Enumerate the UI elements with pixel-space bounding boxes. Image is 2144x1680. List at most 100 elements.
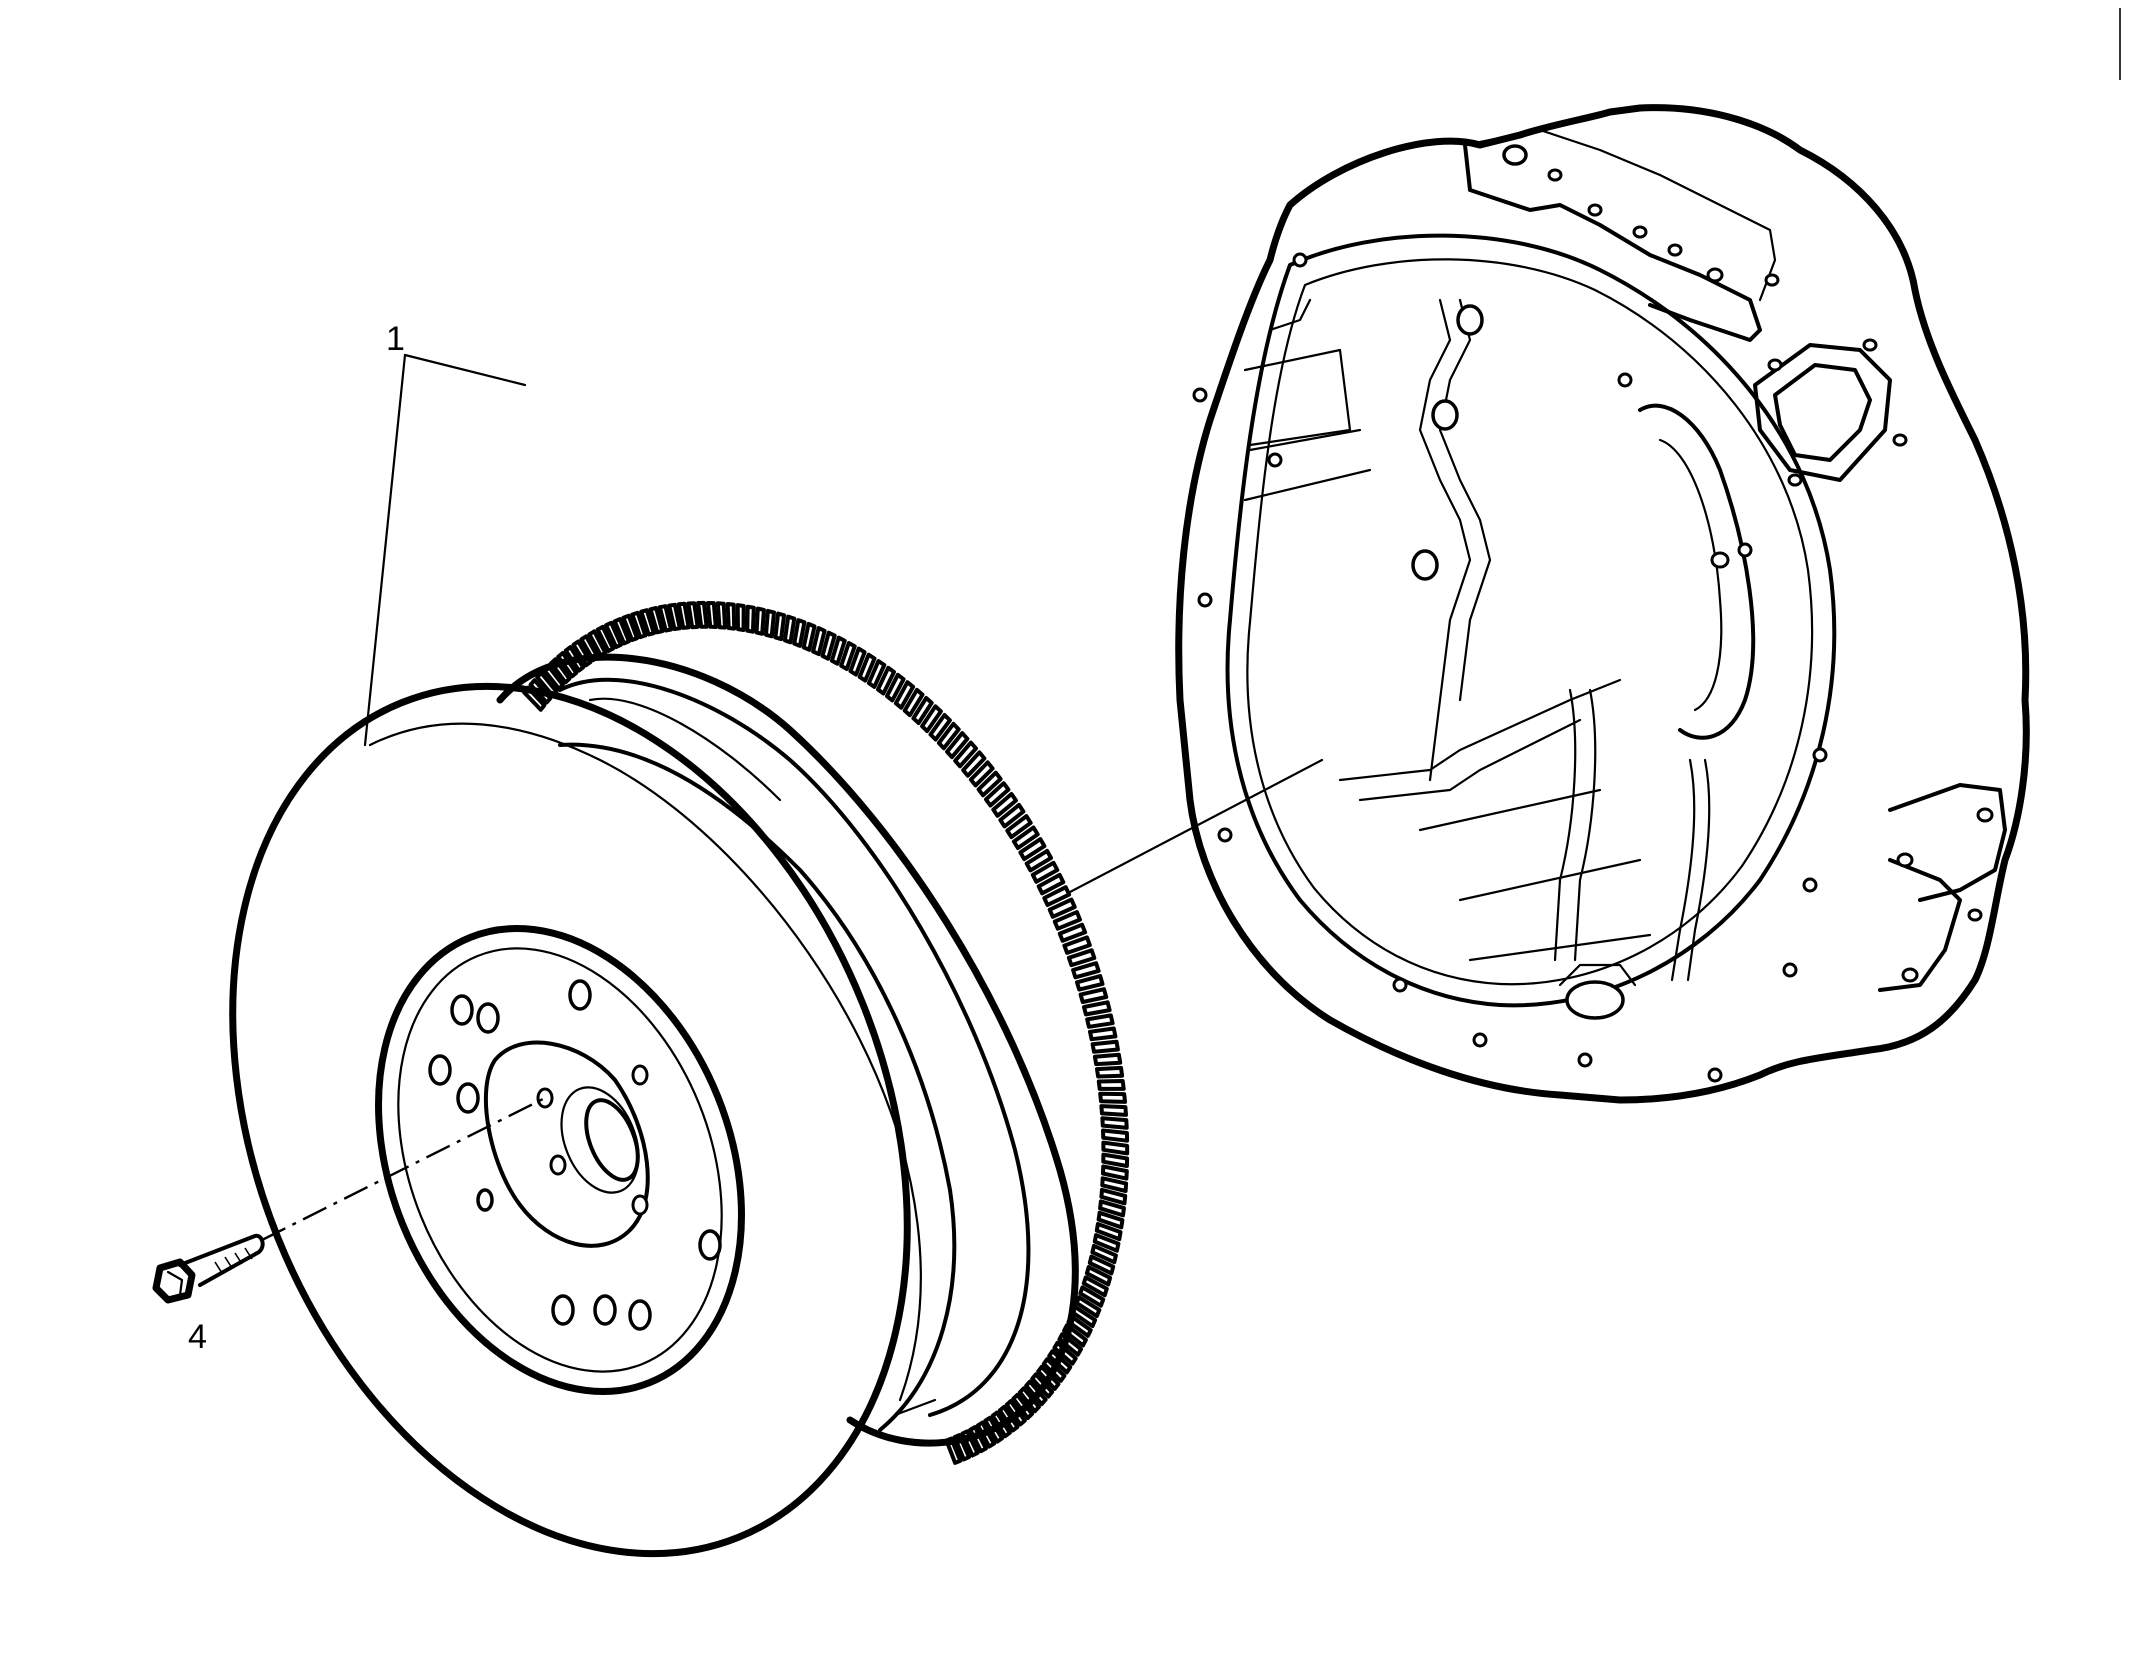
gear-tooth: [1047, 1349, 1073, 1375]
callout-label-flywheel: 1: [386, 320, 405, 358]
gear-tooth: [1096, 1210, 1125, 1230]
gear-tooth: [612, 617, 631, 646]
gear-tooth: [735, 603, 746, 632]
leader-lines: [261, 353, 1324, 1242]
gear-tooth: [1092, 1052, 1123, 1067]
gear-tooth: [1005, 814, 1033, 840]
hex-bolt-icon: [152, 1233, 265, 1304]
gear-tooth: [984, 781, 1011, 808]
gear-tooth: [1096, 1079, 1126, 1091]
gear-tooth: [991, 792, 1018, 818]
gear-tooth: [773, 611, 787, 642]
gear-tooth: [801, 621, 817, 652]
gear-tooth: [1024, 848, 1053, 873]
gear-tooth: [549, 657, 572, 685]
gear-tooth: [1088, 1026, 1118, 1042]
gear-tooth: [1100, 1116, 1129, 1130]
gear-tooth: [782, 614, 797, 645]
gear-tooth: [885, 672, 906, 703]
gear-tooth: [839, 641, 857, 671]
gear-tooth: [587, 629, 608, 658]
gear-tooth: [604, 620, 623, 649]
gear-tooth: [1052, 910, 1082, 931]
gear-tooth: [953, 740, 978, 769]
gear-tooth: [1084, 1265, 1113, 1287]
gear-tooth: [676, 601, 691, 630]
gear-tooth: [1042, 885, 1072, 907]
gear-tooth: [1071, 961, 1101, 980]
gear-tooth: [630, 610, 648, 640]
gear-tooth: [820, 630, 837, 661]
gear-tooth: [1101, 1164, 1129, 1181]
gear-tooth: [1095, 1065, 1125, 1079]
gear-tooth: [983, 1415, 1004, 1444]
gear-tooth: [945, 731, 970, 760]
gear-tooth: [1036, 872, 1066, 896]
gear-tooth: [1099, 1187, 1128, 1206]
gear-tooth: [667, 602, 682, 631]
gear-tooth: [829, 635, 847, 666]
gear-tooth: [1075, 974, 1105, 992]
gear-tooth: [1094, 1222, 1123, 1242]
gear-tooth: [1011, 825, 1040, 850]
gear-tooth: [961, 750, 987, 778]
callout-label-bolt: 4: [188, 1318, 207, 1356]
gear-tooth: [1101, 1128, 1130, 1143]
gear-tooth: [1092, 1233, 1121, 1253]
gear-tooth: [1052, 1340, 1078, 1366]
gear-tooth: [686, 601, 700, 630]
gear-tooth: [1082, 1000, 1112, 1017]
gear-tooth: [725, 602, 737, 631]
gear-tooth: [928, 713, 952, 742]
gear-tooth: [696, 600, 709, 629]
gear-tooth: [1090, 1039, 1120, 1054]
gear-tooth: [1066, 948, 1097, 968]
gear-tooth: [998, 802, 1026, 829]
gear-tooth: [976, 770, 1003, 798]
gear-tooth: [1087, 1254, 1116, 1276]
gear-tooth: [1101, 1140, 1130, 1156]
gear-tooth: [1078, 1285, 1106, 1308]
gear-tooth: [1098, 1091, 1127, 1104]
gear-tooth: [968, 760, 995, 788]
flywheel-with-ring-gear-icon: [229, 600, 1130, 1558]
gear-tooth: [1047, 897, 1077, 919]
gear-tooth: [902, 687, 925, 718]
gear-tooth: [1074, 1295, 1102, 1319]
gear-tooth: [1101, 1152, 1130, 1168]
gear-tooth: [715, 601, 727, 630]
gear-tooth: [952, 1433, 971, 1462]
gear-tooth: [848, 646, 867, 677]
gear-tooth: [1098, 1199, 1126, 1218]
gear-tooth: [595, 624, 615, 653]
gear-tooth: [936, 721, 961, 751]
gear-tooth: [811, 626, 827, 657]
gear-tooth: [1090, 1243, 1118, 1265]
gear-tooth: [657, 604, 673, 633]
gear-tooth: [563, 645, 586, 673]
gear-tooth: [876, 665, 896, 696]
gear-tooth: [1081, 1275, 1109, 1298]
gear-tooth: [639, 608, 656, 637]
gear-tooth: [792, 618, 807, 648]
gear-tooth: [911, 696, 934, 725]
gear-tooth: [866, 659, 887, 689]
gear-tooth: [1099, 1104, 1128, 1117]
gear-tooth: [1030, 860, 1060, 884]
gear-tooth: [1100, 1176, 1129, 1193]
gear-tooth: [968, 1425, 988, 1454]
gear-tooth: [1078, 987, 1109, 1004]
gear-tooth: [1062, 1323, 1088, 1348]
flywheel-housing-icon: [1175, 104, 2030, 1104]
gear-tooth: [764, 608, 776, 639]
gear-tooth: [1085, 1013, 1115, 1029]
gear-tooth: [1062, 935, 1092, 955]
gear-tooth: [920, 704, 943, 734]
gear-tooth: [1018, 837, 1047, 862]
gear-tooth: [1057, 1332, 1083, 1357]
gear-tooth: [960, 1429, 980, 1458]
gear-tooth: [893, 680, 916, 710]
gear-tooth: [754, 606, 766, 636]
gear-tooth: [571, 639, 593, 668]
